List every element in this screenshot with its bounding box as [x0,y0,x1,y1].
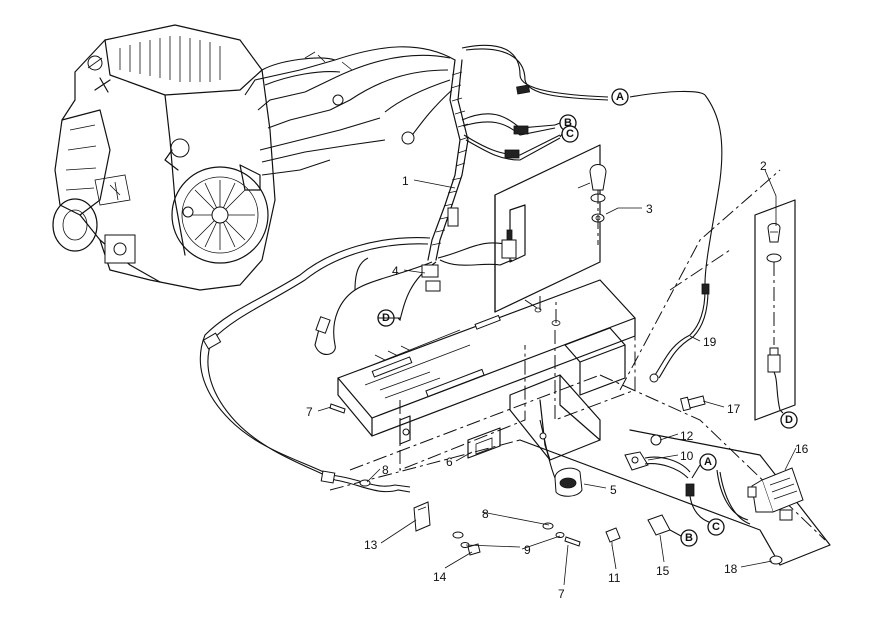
label-part-19: 19 [703,335,717,349]
label-part-17: 17 [727,402,741,416]
label-part-6: 6 [446,455,453,469]
label-part-5: 5 [610,483,617,497]
connector-a-bottom-label: A [704,456,712,468]
connector-c-bottom: C [707,518,725,536]
label-part-11: 11 [608,571,621,585]
connector-d-right: D [780,411,798,429]
wire-harness [199,44,609,493]
connector-callouts: A B C D D A B C [377,88,798,547]
connector-a-bottom: A [699,453,717,471]
leader-lines [317,169,797,586]
connector-leads [378,122,784,537]
parts [329,90,804,565]
connector-c-top: C [561,125,579,143]
label-part-2: 2 [760,159,767,173]
connector-b-bottom: B [680,529,698,547]
label-part-7b: 7 [558,587,565,601]
connector-b-top-label: B [564,117,572,129]
label-part-16: 16 [795,442,809,456]
label-part-13: 13 [364,538,378,552]
label-part-1: 1 [402,174,409,188]
connector-c-bottom-label: C [712,521,720,533]
connector-c-top-label: C [566,128,574,140]
label-part-7a: 7 [306,405,313,419]
label-part-9: 9 [524,543,531,557]
connector-d-right-label: D [785,414,793,426]
label-part-8a: 8 [382,463,389,477]
label-part-18: 18 [724,562,738,576]
label-part-3: 3 [646,202,653,216]
label-part-14: 14 [433,570,447,584]
connector-a-top-label: A [616,91,624,103]
label-part-10: 10 [680,449,694,463]
engine-assembly [52,24,276,291]
label-part-4: 4 [392,264,399,278]
label-part-8b: 8 [482,507,489,521]
label-part-15: 15 [656,564,670,578]
connector-b-bottom-label: B [685,532,693,544]
switch-bracket-panel [494,144,607,313]
part-number-labels: 1 2 3 4 5 6 7 7 8 8 9 10 11 12 13 14 15 … [306,159,809,601]
label-part-12: 12 [680,429,694,443]
sensor-panel [754,199,796,421]
chassis-frame [329,169,831,566]
connector-a-top: A [611,88,629,106]
